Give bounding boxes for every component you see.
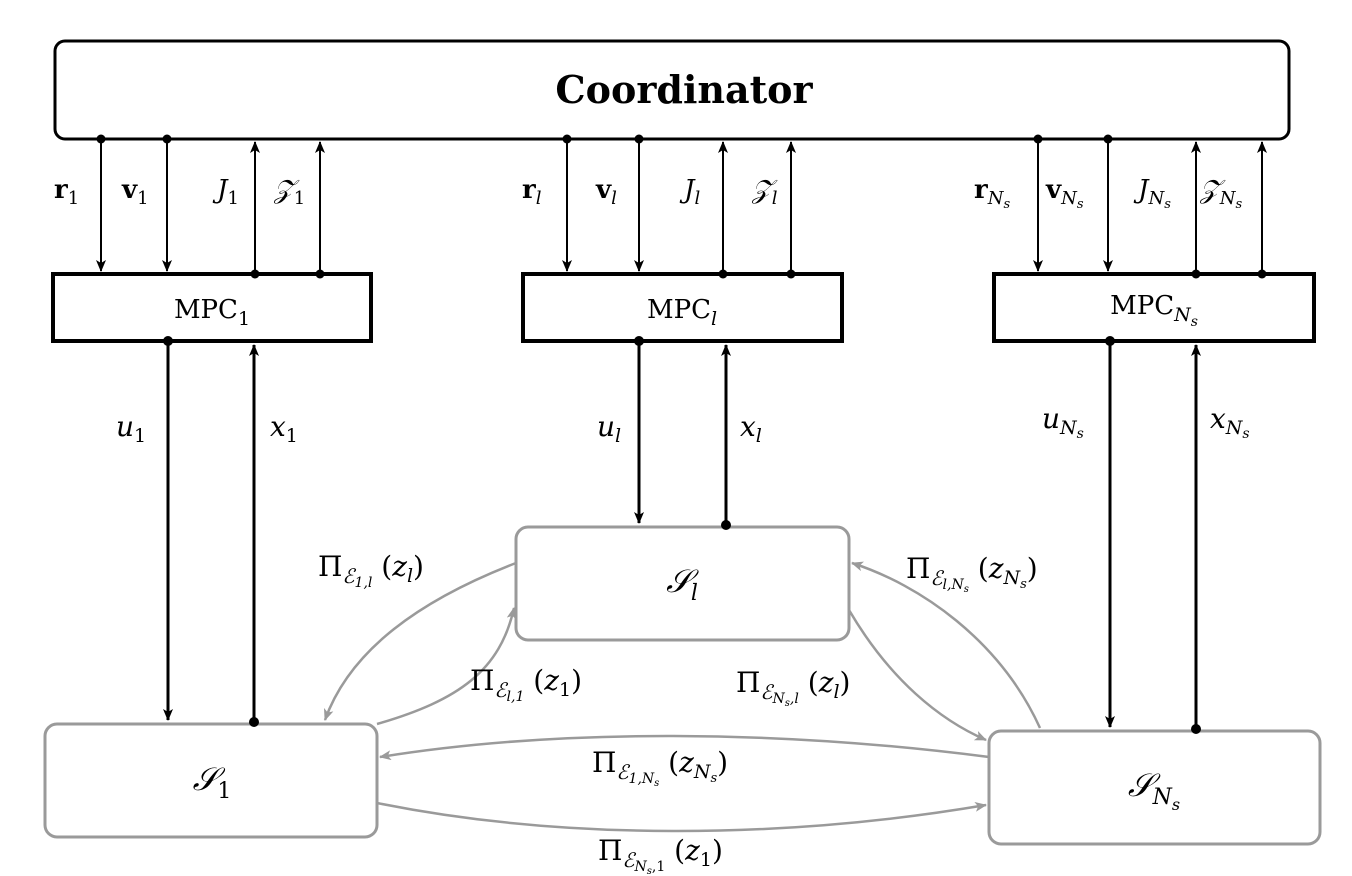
x-l-label: xl: [740, 410, 762, 447]
r-ns-label: rNs: [974, 175, 1010, 212]
r-l-label: rl: [522, 175, 542, 209]
coupling-ns-to-1: [379, 734, 990, 761]
v-1-label: v1: [121, 175, 149, 209]
j-l-label: Jl: [679, 175, 700, 209]
mpc-ns-label: MPCNs: [1110, 291, 1198, 330]
mpc-l-label: MPCl: [647, 295, 717, 330]
subsystem-l-box: [514, 525, 851, 642]
x-ns-label: xNs: [1210, 402, 1250, 442]
z-1-label: 𝒵1: [273, 175, 305, 209]
coupling-1-to-ns: [376, 801, 987, 833]
u-l-label: ul: [597, 410, 621, 447]
mpc-subsystem-links: [163, 336, 1201, 734]
mpc-ns-box: [992, 272, 1316, 343]
coupling-1-to-l: [376, 607, 517, 726]
mpc-1-label: MPC1: [174, 295, 250, 330]
coupling-l-to-1: [323, 561, 517, 721]
mpc-l-box: [521, 272, 844, 343]
x-1-label: x1: [270, 410, 298, 447]
mpc-1-box: [51, 272, 373, 343]
coupling-links: [323, 561, 1042, 833]
projection-label-l-ns: Πℰl,Ns (zNs): [906, 552, 1038, 595]
v-ns-label: vNs: [1045, 175, 1084, 212]
subsystem-1-label: 𝒮1: [193, 760, 232, 804]
j-1-label: J1: [212, 175, 239, 209]
mpc-subsystem-labels: u1 x1 ul xl uNs xNs: [116, 402, 1250, 447]
v-l-label: vl: [595, 175, 617, 209]
coordinator-box: [53, 39, 1291, 141]
r-1-label: r1: [54, 175, 79, 209]
coordinator-link-labels: r1 v1 J1 𝒵1 rl vl Jl 𝒵l rNs vNs JNs 𝒵Ns: [54, 175, 1243, 212]
coupling-labels: Πℰ1,l (zl) Πℰl,1 (z1) Πℰl,Ns (zNs) ΠℰNs,…: [318, 550, 1038, 876]
projection-label-1-l: Πℰ1,l (zl): [318, 550, 424, 591]
subsystem-l-label: 𝒮l: [666, 562, 699, 606]
z-ns-label: 𝒵Ns: [1199, 175, 1243, 212]
subsystem-ns-box: [987, 729, 1322, 846]
z-l-label: 𝒵l: [751, 175, 778, 209]
coordinator-mpc-links: [96, 134, 1267, 279]
subsystem-ns-label: 𝒮Ns: [1128, 766, 1180, 814]
coupling-l-to-ns: [847, 609, 987, 742]
u-ns-label: uNs: [1042, 402, 1084, 442]
projection-label-1-ns: Πℰ1,Ns (zNs): [592, 746, 728, 789]
subsystem-1-box: [43, 722, 379, 839]
projection-label-ns-l: ΠℰNs,l (zl): [736, 666, 850, 709]
projection-label-l-1: Πℰl,1 (z1): [470, 664, 582, 705]
coordinator-label: Coordinator: [555, 67, 813, 112]
coupling-ns-to-l: [851, 561, 1042, 729]
j-ns-label: JNs: [1133, 175, 1171, 212]
u-1-label: u1: [116, 410, 146, 447]
projection-label-ns-1: ΠℰNs,1 (z1): [598, 834, 723, 876]
